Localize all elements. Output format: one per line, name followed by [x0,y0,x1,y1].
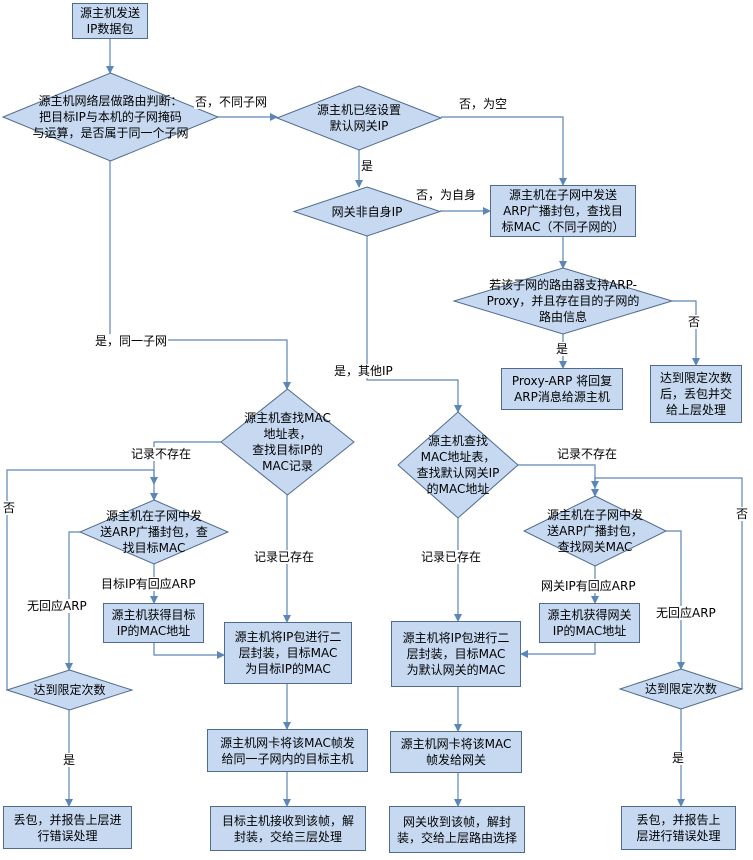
decision-arp-find-target: 源主机在子网中发 送ARP广播封包，查 找目标MAC [78,499,230,565]
label-record-missing-left: 记录不存在 [130,447,193,461]
edge-limit-no-retry-right [591,477,743,689]
label-retry-no-right: 否 [735,507,750,521]
edge-proxy-no-to-drop [672,300,700,366]
label-record-exists-right: 记录已存在 [420,550,483,564]
node-target-receive: 目标主机接收到该帧，解 封装，交给三层处理 [210,806,366,851]
label-no-is-self: 否，为自身 [415,188,478,202]
label-gateway-replied: 网关IP有回应ARP [540,579,637,593]
node-drop-left: 丢包，并报告上层进 行错误处理 [3,806,132,849]
label-retry-no-left: 否 [2,501,17,515]
label-no-reply-right: 无回应ARP [655,606,717,620]
node-gateway-receive: 网关收到该帧，解封 装，交给上层路由选择 [389,806,525,853]
label-limit-yes-left: 是 [62,753,77,767]
label-yes-same-subnet: 是，同一子网 [94,334,169,348]
node-arp-broadcast-diff-subnet: 源主机在子网中发送 ARP广播封包，查找目 标MAC（不同子网的） [490,185,636,237]
decision-gateway-not-self: 网关非自身IP [292,186,442,237]
node-proxy-arp-reply: Proxy-ARP 将回复 ARP消息给源主机 [501,368,623,410]
label-proxy-no: 否 [687,315,702,329]
decision-proxy-arp: 若该子网的路由器支持ARP- Proxy，并且存在目的子网的 路由信息 [452,267,674,335]
edge-arpgw-noreply-to-limit [666,530,685,670]
decision-lookup-target-mac: 源主机查找MAC 地址表， 查找目标IP的 MAC记录 [220,388,355,496]
edge-got-target-to-encap [153,643,225,659]
label-record-exists-left: 记录已存在 [253,550,316,564]
edge-lookupgw-missing-to-arp [518,464,599,497]
node-send-target-host: 源主机网卡将该MAC帧发 给同一子网内的目标主机 [207,729,368,772]
node-send-gateway: 源主机网卡将该MAC 帧发给网关 [390,731,522,773]
decision-arp-find-gateway: 源主机在子网中发 送ARP广播封包， 查找网关MAC [522,495,668,567]
node-start: 源主机发送 IP数据包 [72,3,148,39]
label-proxy-yes: 是 [555,342,570,356]
node-drop-right: 丢包，并报告上 层进行错误处理 [621,806,736,850]
decision-lookup-gateway-mac: 源主机查找 MAC地址表， 查找默认网关IP 的MAC地址 [397,411,519,519]
edge-same-subnet-to-lookup [109,161,291,390]
decision-route-same-subnet: 源主机网络层做路由判断： 把目标IP与本机的子网掩码 与运算，是否属于同一个子网 [1,72,220,162]
label-no-reply-left: 无回应ARP [26,599,88,613]
node-got-target-mac: 源主机获得目标 IP的MAC地址 [103,603,204,643]
label-gateway-empty: 否，为空 [458,97,509,111]
edge-arp-noreply-to-limit [65,531,80,671]
node-encap-gateway: 源主机将IP包进行二 层封装，目标MAC 为默认网关的MAC [391,621,521,687]
label-yes-gateway-set: 是 [360,159,375,173]
label-yes-other-ip: 是，其他IP [333,364,394,378]
node-got-gateway-mac: 源主机获得网关 IP的MAC地址 [539,603,640,643]
label-record-missing-right: 记录不存在 [556,447,619,461]
edge-got-gw-to-encap [520,643,596,658]
edge-other-ip-to-lookup-gw [366,236,462,413]
label-target-replied: 目标IP有回应ARP [100,577,197,591]
decision-gateway-configured: 源主机已经设置 默认网关IP [275,85,443,151]
label-not-same-subnet: 否，不同子网 [194,95,269,109]
edge-limit-no-retry-left [6,469,158,690]
decision-retry-limit-right: 达到限定次数 [618,668,744,710]
node-encap-target: 源主机将IP包进行二 层封装，目标MAC 为目标IP的MAC [224,622,352,684]
label-limit-yes-right: 是 [671,751,686,765]
decision-retry-limit-left: 达到限定次数 [5,669,134,711]
node-limit-drop-top-right: 达到限定次数 后，丢包并交 给上层处理 [650,365,742,423]
edge-gw-empty-to-arp [441,116,567,186]
